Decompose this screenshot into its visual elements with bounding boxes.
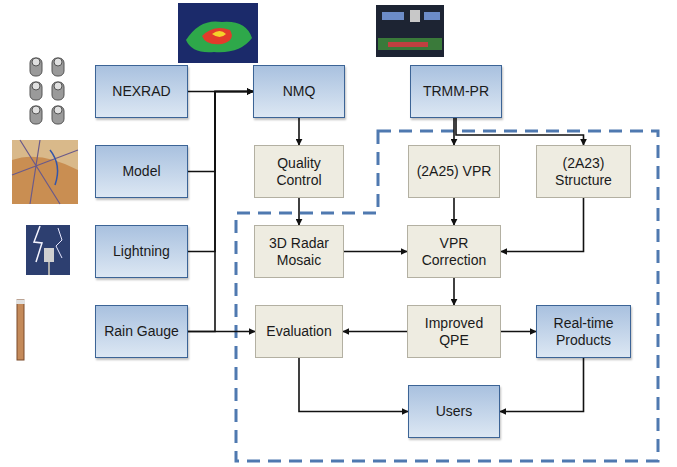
box-label: Lightning	[113, 243, 170, 260]
flow-arrow	[188, 331, 255, 333]
flow-arrow	[188, 92, 253, 172]
flow-arrow	[453, 278, 455, 305]
dashed-region	[236, 131, 658, 461]
source-box: Real-time Products	[536, 305, 631, 358]
flow-arrow	[343, 331, 407, 333]
process-box: VPR Correction	[407, 225, 501, 278]
model-map-icon	[12, 140, 78, 204]
source-box: TRMM-PR	[410, 65, 502, 118]
box-label: Quality Control	[260, 155, 338, 189]
box-label: VPR Correction	[413, 235, 495, 269]
box-label: (2A23) Structure	[542, 155, 625, 189]
box-label: 3D Radar Mosaic	[260, 235, 338, 269]
source-box: Rain Gauge	[95, 305, 188, 358]
flow-arrow	[298, 198, 300, 225]
satellite-image	[376, 5, 444, 57]
box-label: TRMM-PR	[423, 83, 489, 100]
flow-arrow	[298, 118, 300, 145]
box-label: Users	[436, 403, 473, 420]
flow-arrow	[188, 92, 253, 252]
rain-gauge-icon	[16, 300, 25, 360]
box-label: Evaluation	[266, 323, 331, 340]
process-box: Improved QPE	[407, 305, 501, 358]
box-label: Real-time Products	[542, 315, 625, 349]
flow-arrow	[501, 331, 536, 333]
flow-arrow	[344, 251, 407, 253]
flow-arrow	[453, 198, 455, 225]
process-box: (2A23) Structure	[536, 145, 631, 198]
box-label: (2A25) VPR	[417, 163, 492, 180]
flow-arrow	[500, 358, 584, 412]
flow-arrow	[299, 358, 408, 412]
source-box: NMQ	[253, 65, 345, 118]
flow-arrow	[188, 92, 253, 332]
source-box: Users	[408, 385, 500, 438]
process-box: (2A25) VPR	[408, 145, 500, 198]
process-box: Quality Control	[254, 145, 344, 198]
source-box: Lightning	[95, 225, 188, 278]
flow-arrow	[456, 118, 584, 145]
box-label: Rain Gauge	[104, 323, 179, 340]
lightning-icon	[26, 225, 70, 275]
source-box: NEXRAD	[95, 65, 188, 118]
box-label: Model	[122, 163, 160, 180]
radar-icon	[30, 58, 64, 124]
process-box: Evaluation	[255, 305, 343, 358]
box-label: Improved QPE	[413, 315, 495, 349]
box-label: NEXRAD	[112, 83, 170, 100]
box-label: NMQ	[283, 83, 316, 100]
flow-arrow	[501, 198, 584, 252]
flow-arrow	[453, 118, 455, 145]
process-box: 3D Radar Mosaic	[254, 225, 344, 278]
radar-3d-image	[178, 3, 258, 63]
source-box: Model	[95, 145, 188, 198]
